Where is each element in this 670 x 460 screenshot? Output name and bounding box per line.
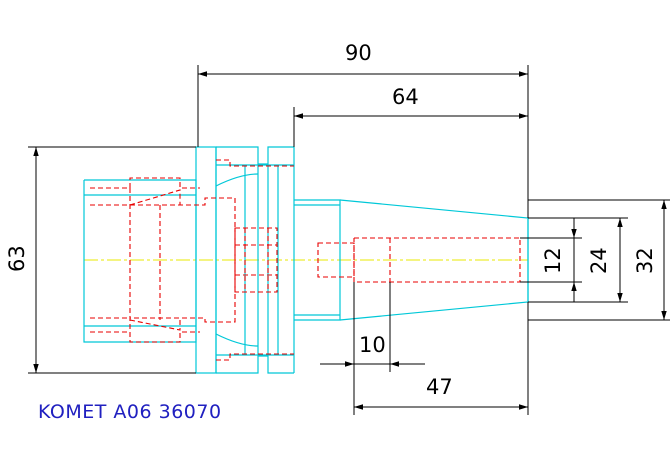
part-caption: KOMET A06 36070	[38, 401, 222, 423]
dim-overall-length: 90	[345, 41, 372, 65]
dim-taper-large-diameter: 32	[633, 247, 657, 274]
dim-bore-diameter: 12	[541, 247, 565, 274]
dim-taper-small-diameter: 24	[587, 247, 611, 274]
dimensions: 90 64 63 12 24 32 10	[5, 41, 670, 415]
dim-bore-offset: 10	[359, 333, 386, 357]
hidden-internal-geometry	[90, 159, 521, 361]
dim-bore-depth: 47	[426, 375, 453, 399]
dim-shank-length: 64	[392, 85, 419, 109]
dim-flange-diameter: 63	[5, 245, 29, 272]
